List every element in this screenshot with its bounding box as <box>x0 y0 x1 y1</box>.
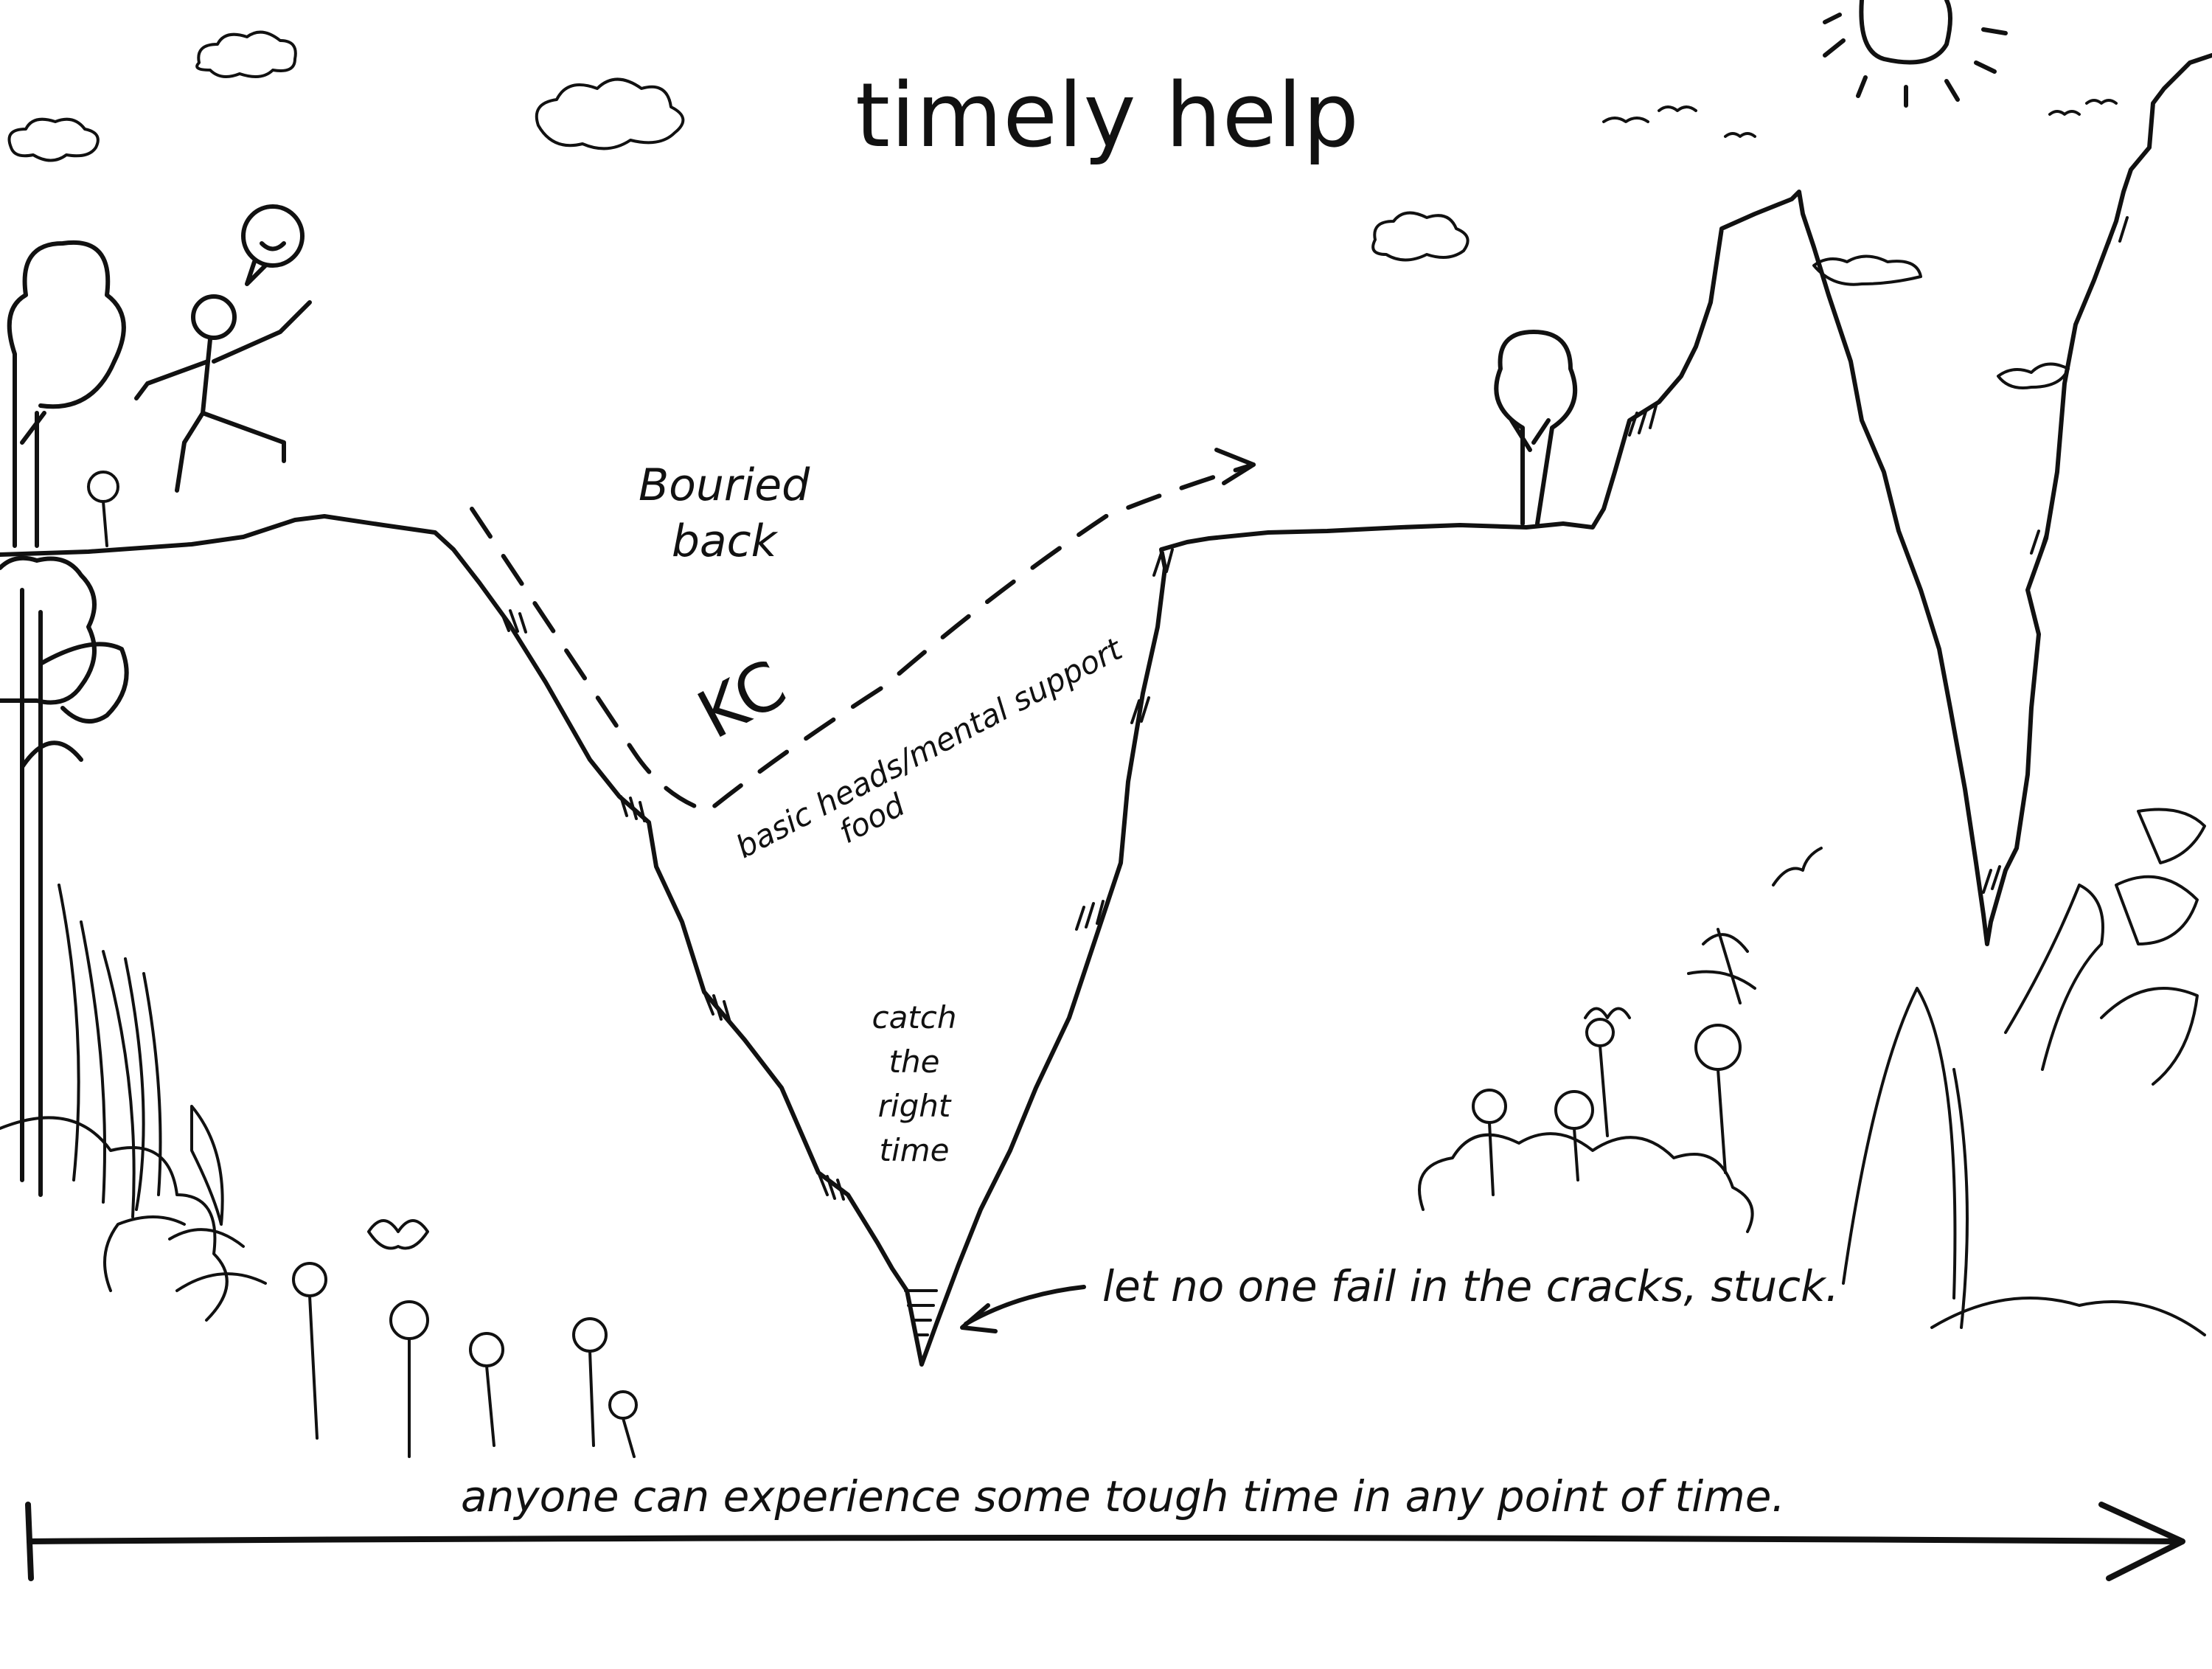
catch-line-4: time <box>879 1132 950 1168</box>
person-icon <box>134 294 312 493</box>
left-foliage <box>0 884 267 1322</box>
catch-line-1: catch <box>872 999 957 1035</box>
valley-terrain <box>0 53 2212 1367</box>
page-title: timely help <box>855 65 1360 167</box>
bird-icon <box>1602 99 2118 138</box>
smiley-bubble-icon <box>241 204 305 286</box>
catch-line-3: right <box>877 1088 951 1124</box>
timeline-caption: anyone can experience some tough time in… <box>461 1471 1785 1521</box>
buried-back-label: Bouried back <box>639 457 810 569</box>
dragonfly-icon <box>1687 847 1823 1004</box>
butterfly-icon <box>367 1007 1631 1250</box>
flower-icon <box>87 471 1742 1458</box>
timeline-line <box>27 1535 2182 1544</box>
buried-back-line-2: back <box>671 516 777 567</box>
arrow-icon <box>960 1303 998 1333</box>
cliff-hatching <box>500 216 2129 1336</box>
crack-arrow <box>964 1285 1086 1326</box>
support-path-dashed <box>470 462 1256 814</box>
arrow-icon <box>1214 448 1256 485</box>
tree-icon <box>0 240 1578 1197</box>
sun-icon <box>1823 0 2008 108</box>
catch-time-label: catch the right time <box>863 996 966 1173</box>
right-foliage <box>1418 808 2206 1336</box>
cracks-note: let no one fail in the cracks, stuck. <box>1102 1261 1840 1311</box>
buried-back-line-1: Bouried <box>639 459 810 511</box>
cloud-icon <box>7 30 2070 389</box>
catch-line-2: the <box>888 1044 940 1080</box>
arrow-icon <box>2098 1502 2185 1581</box>
timeline-start-bar <box>25 1502 34 1581</box>
